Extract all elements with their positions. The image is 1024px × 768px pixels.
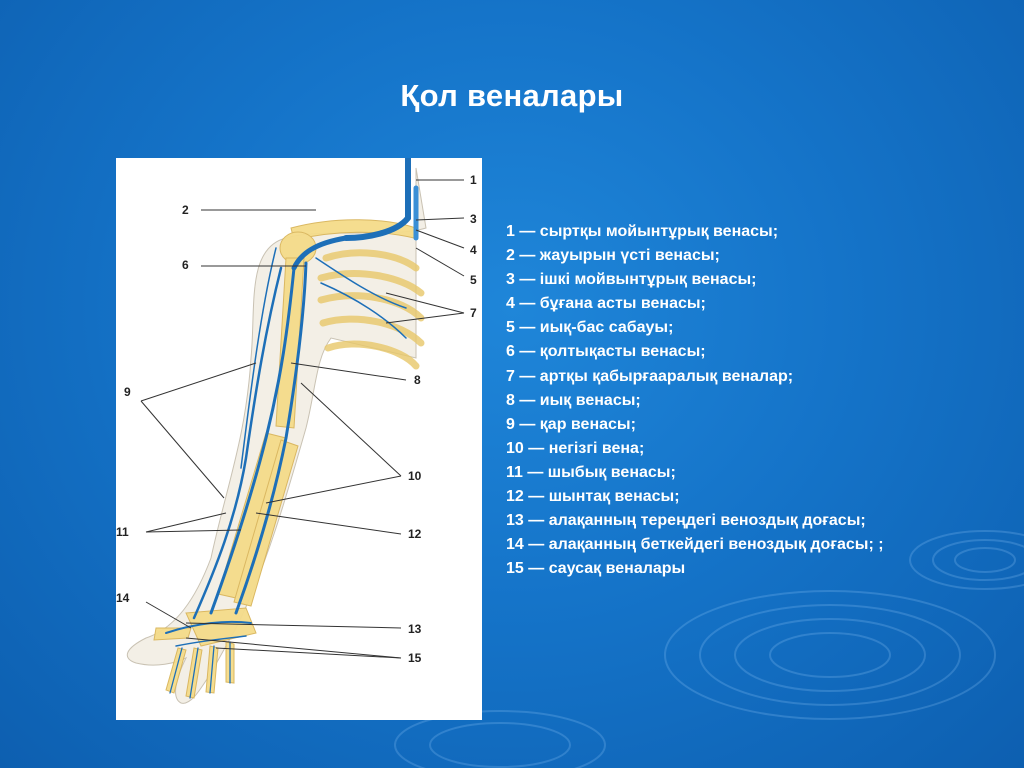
legend-item: 11 — шыбық венасы; — [506, 463, 676, 481]
figure-label-2: 2 — [182, 203, 189, 217]
legend-item: 7 — артқы қабырғааралық веналар; — [506, 367, 794, 385]
legend-item: 6 — қолтықасты венасы; — [506, 343, 706, 361]
veins — [165, 158, 419, 699]
arm-veins-illustration: 1 2 3 4 5 6 7 8 9 10 11 12 13 14 15 — [116, 158, 482, 720]
vein-legend-list: 1 — сыртқы мойынтұрық венасы; 2 — жауыры… — [506, 220, 1006, 581]
legend-item: 5 — иық-бас сабауы; — [506, 319, 674, 337]
legend-item: 3 — ішкі мойвынтұрық венасы; — [506, 271, 757, 289]
arm-anatomy-drawing — [126, 158, 465, 704]
figure-label-5: 5 — [470, 273, 477, 287]
figure-label-13: 13 — [408, 622, 422, 636]
leader-lines — [140, 179, 465, 659]
legend-item: 8 — иық венасы; — [506, 391, 641, 409]
figure-label-9: 9 — [124, 385, 131, 399]
figure-label-4: 4 — [470, 243, 477, 257]
legend-item: 2 — жауырын үсті венасы; — [506, 247, 720, 265]
ribcage — [317, 249, 425, 370]
figure-label-8: 8 — [414, 373, 421, 387]
figure-label-10: 10 — [408, 469, 422, 483]
slide-title: Қол веналары — [400, 78, 624, 113]
legend-item: 9 — қар венасы; — [506, 415, 636, 433]
legend-item: 4 — бұғана асты венасы; — [506, 295, 706, 313]
figure-label-14: 14 — [116, 591, 130, 605]
figure-label-7: 7 — [470, 306, 477, 320]
legend-item: 14 — алақанның беткейдегі веноздық доғас… — [506, 536, 884, 554]
figure-label-1: 1 — [470, 173, 477, 187]
figure-label-3: 3 — [470, 212, 477, 226]
figure-label-6: 6 — [182, 258, 189, 272]
figure-label-11: 11 — [116, 525, 129, 539]
figure-label-12: 12 — [408, 527, 422, 541]
figure-label-15: 15 — [408, 651, 422, 665]
legend-item: 13 — алақанның тереңдегі веноздық доғасы… — [506, 512, 866, 530]
legend-item: 1 — сыртқы мойынтұрық венасы; — [506, 223, 779, 240]
legend-item: 10 — негізгі вена; — [506, 439, 645, 457]
legend-item: 15 — саусақ веналары — [506, 560, 686, 578]
legend-item: 12 — шынтақ венасы; — [506, 488, 680, 506]
